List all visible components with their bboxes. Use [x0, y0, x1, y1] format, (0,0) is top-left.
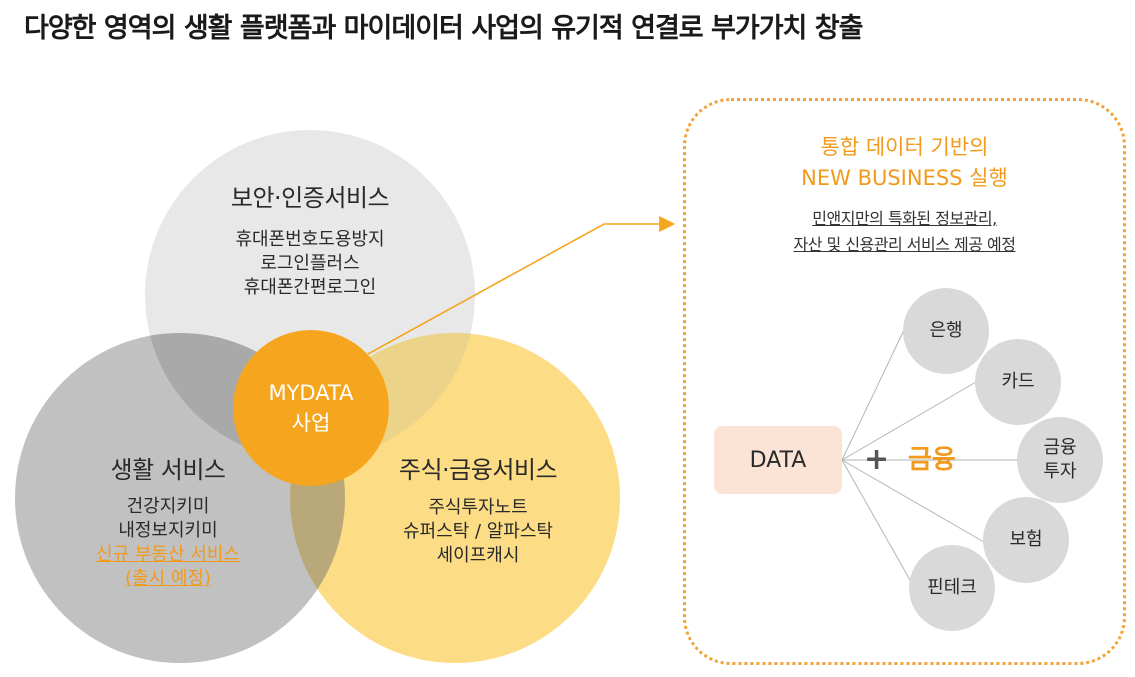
- life-items: 건강지키미 내정보지키미 신규 부동산 서비스 (출시 예정): [58, 495, 278, 591]
- security-items: 휴대폰번호도용방지 로그인플러스 휴대폰간편로그인: [190, 228, 430, 300]
- panel-subtext: 민앤지만의 특화된 정보관리, 자산 및 신용관리 서비스 제공 예정: [683, 206, 1126, 258]
- security-item: 로그인플러스: [260, 253, 360, 274]
- life-item: 건강지키미: [126, 496, 210, 517]
- mydata-label-line2: 사업: [291, 411, 331, 435]
- life-item: 내정보지키미: [118, 520, 218, 541]
- new-business-panel: [683, 98, 1126, 665]
- node-investment-line2: 투자: [1043, 461, 1077, 482]
- panel-sub-line2: 자산 및 신용관리 서비스 제공 예정: [793, 235, 1016, 254]
- security-item: 휴대폰번호도용방지: [235, 229, 385, 250]
- connector-lines: [841, 329, 1018, 581]
- node-insurance-label: 보험: [1009, 529, 1043, 550]
- mydata-circle: [233, 330, 389, 486]
- finance-item: 주식투자노트: [428, 497, 528, 518]
- page-title: 다양한 영역의 생활 플랫폼과 마이데이터 사업의 유기적 연결로 부가가치 창…: [24, 13, 863, 44]
- node-fintech: 핀테크: [909, 545, 995, 631]
- life-title: 생활 서비스: [110, 456, 226, 484]
- node-card-label: 카드: [1001, 371, 1035, 392]
- node-fintech-label: 핀테크: [927, 577, 977, 598]
- node-card: 카드: [975, 339, 1061, 425]
- finance-title: 주식·금융서비스: [398, 456, 558, 484]
- finance-items: 주식투자노트 슈퍼스탁 / 알파스탁 세이프캐시: [358, 496, 598, 568]
- security-title: 보안·인증서비스: [230, 184, 390, 212]
- plus-icon: +: [864, 442, 890, 477]
- panel-heading-line2: NEW BUSINESS 실행: [801, 166, 1008, 190]
- coming-soon-note[interactable]: (출시 예정): [124, 568, 211, 589]
- real-estate-service-link[interactable]: 신규 부동산 서비스: [96, 544, 240, 565]
- finance-item: 세이프캐시: [436, 545, 520, 566]
- mydata-arrow: [367, 216, 676, 355]
- panel-heading: 통합 데이터 기반의 NEW BUSINESS 실행: [683, 132, 1126, 194]
- panel-sub-line1: 민앤지만의 특화된 정보관리,: [812, 209, 997, 228]
- finance-label: 금융: [908, 445, 956, 475]
- node-investment: 금융 투자: [1017, 417, 1103, 503]
- node-bank-label: 은행: [929, 320, 963, 341]
- data-box: DATA: [714, 426, 842, 494]
- mydata-label-line1: MYDATA: [268, 381, 354, 405]
- node-bank: 은행: [903, 288, 989, 374]
- node-insurance: 보험: [983, 497, 1069, 583]
- security-item: 휴대폰간편로그인: [243, 277, 377, 298]
- mydata-label: MYDATA 사업: [241, 378, 381, 438]
- panel-heading-line1: 통합 데이터 기반의: [820, 135, 989, 159]
- finance-item: 슈퍼스탁 / 알파스탁: [403, 521, 553, 542]
- node-investment-line1: 금융: [1043, 437, 1077, 458]
